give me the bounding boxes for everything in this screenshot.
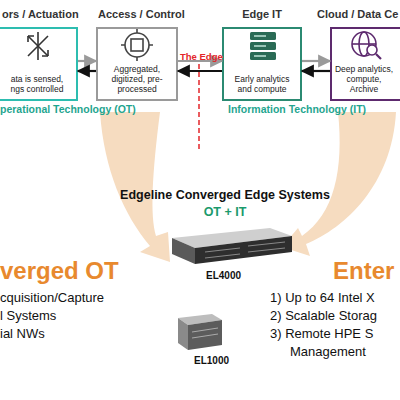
feature-item: Management bbox=[290, 345, 366, 359]
flow-swoosh bbox=[100, 112, 170, 262]
box-heading: Edge IT bbox=[224, 8, 300, 20]
feature-item: 1) Up to 64 Intel X bbox=[270, 291, 375, 305]
server-icon bbox=[250, 32, 276, 60]
control-icon bbox=[121, 29, 153, 61]
process-box: Edge ITEarly analytics and compute bbox=[222, 27, 302, 101]
sensor-icon bbox=[28, 32, 48, 60]
model-label: EL4000 bbox=[206, 270, 241, 281]
process-box: Access / ControlAggregated, digitized, p… bbox=[96, 27, 178, 101]
process-box: Cloud / Data CeDeep analytics, compute, … bbox=[330, 27, 400, 101]
box-text: Early analytics and compute bbox=[230, 74, 294, 99]
cloud-analytics-icon bbox=[352, 32, 381, 59]
flow-swoosh bbox=[282, 112, 396, 256]
edge-boundary-line bbox=[198, 64, 200, 150]
edge-boundary-label: The Edge bbox=[180, 52, 223, 62]
product-family-title: Edgeline Converged Edge Systems bbox=[120, 189, 330, 203]
section-heading: verged OT bbox=[0, 258, 119, 284]
feature-item: l Systems bbox=[0, 309, 56, 323]
el4000-server bbox=[172, 228, 292, 264]
flow-arrow bbox=[78, 60, 96, 62]
feature-item: ial NWs bbox=[0, 327, 45, 341]
flow-arrow bbox=[302, 60, 330, 62]
box-text: Deep analytics, compute, Archive bbox=[332, 64, 396, 99]
feature-item: 2) Scalable Storag bbox=[270, 309, 377, 323]
feature-item: cquisition/Capture bbox=[0, 291, 104, 305]
feature-item: 3) Remote HPE S bbox=[270, 327, 373, 341]
box-text: Aggregated, digitized, pre-processed bbox=[101, 64, 173, 99]
ot-it-subtitle: OT + IT bbox=[204, 206, 247, 220]
process-box: ors / Actuationata is sensed, ngs contro… bbox=[0, 27, 78, 101]
it-zone-label: Information Technology (IT) bbox=[228, 104, 366, 116]
box-heading: ors / Actuation bbox=[2, 8, 79, 20]
flow-arrow bbox=[302, 70, 330, 72]
el1000-device bbox=[178, 314, 222, 350]
box-heading: Access / Control bbox=[98, 8, 176, 20]
box-heading: Cloud / Data Ce bbox=[317, 8, 398, 20]
flow-arrow bbox=[78, 70, 96, 72]
model-label: EL1000 bbox=[194, 355, 229, 366]
flow-arrow bbox=[178, 70, 222, 72]
box-text: ata is sensed, ngs controlled bbox=[5, 74, 69, 99]
ot-zone-label: perational Technology (OT) bbox=[0, 104, 136, 116]
section-heading: Enter bbox=[333, 258, 394, 284]
